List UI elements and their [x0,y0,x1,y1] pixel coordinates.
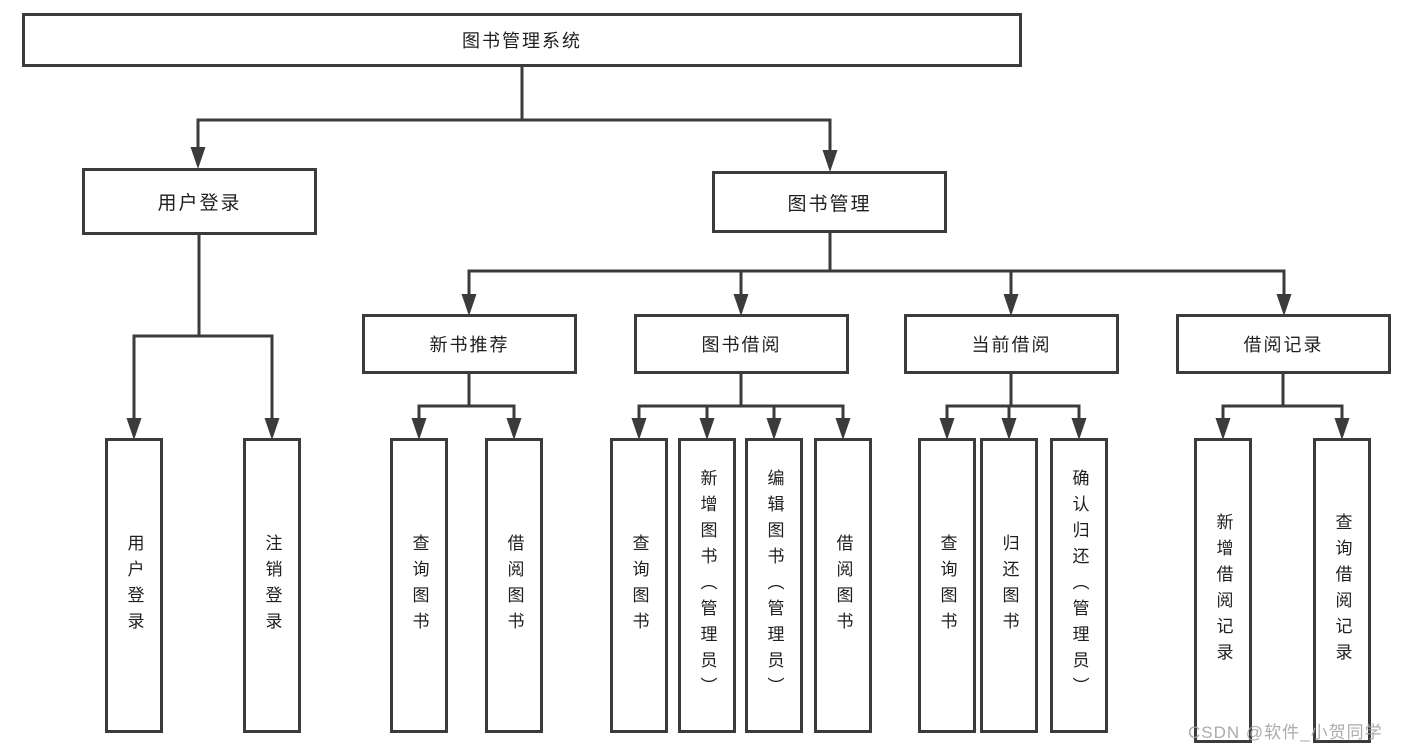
leaf-return-book-label: 归还图书 [999,533,1019,638]
connector-new-book-recommend [411,372,522,440]
node-book-management: 图书管理 [712,171,947,233]
leaf-user-login-label: 用户登录 [124,533,144,638]
connector-current-borrowing [939,372,1087,440]
node-current-borrowing: 当前借阅 [904,314,1119,374]
leaf-return-book: 归还图书 [980,438,1038,733]
leaf-query-borrow-record-label: 查询借阅记录 [1332,512,1352,669]
leaf-add-book-admin: 新增图书（管理员） [678,438,736,733]
leaf-query-books-recommend: 查询图书 [390,438,448,733]
leaf-borrow-books-recommend: 借阅图书 [485,438,543,733]
leaf-confirm-return-admin-label: 确认归还（管理员） [1069,468,1089,703]
leaf-borrow-books-borrowing: 借阅图书 [814,438,872,733]
connector-borrow-records [1215,372,1350,440]
leaf-query-books-borrowing: 查询图书 [610,438,668,733]
leaf-confirm-return-admin: 确认归还（管理员） [1050,438,1108,733]
node-borrow-records: 借阅记录 [1176,314,1391,374]
node-user-login: 用户登录 [82,168,317,235]
connector-book-borrowing [631,372,851,440]
leaf-borrow-books-recommend-label: 借阅图书 [504,533,524,638]
leaf-add-borrow-record-label: 新增借阅记录 [1213,512,1233,669]
leaf-user-login: 用户登录 [105,438,163,733]
connector-root [190,65,838,172]
connector-user-login [126,233,280,440]
node-new-book-recommend: 新书推荐 [362,314,577,374]
leaf-logout-label: 注销登录 [262,533,282,638]
leaf-logout: 注销登录 [243,438,301,733]
leaf-add-book-admin-label: 新增图书（管理员） [697,468,717,703]
leaf-edit-book-admin: 编辑图书（管理员） [745,438,803,733]
leaf-query-books-borrowing-label: 查询图书 [629,533,649,638]
leaf-borrow-books-borrowing-label: 借阅图书 [833,533,853,638]
leaf-add-borrow-record: 新增借阅记录 [1194,438,1252,743]
node-book-borrowing: 图书借阅 [634,314,849,374]
csdn-watermark: CSDN @软件_小贺同学 [1188,723,1383,742]
leaf-query-borrow-record: 查询借阅记录 [1313,438,1371,743]
node-library-system: 图书管理系统 [22,13,1022,67]
leaf-query-books-current: 查询图书 [918,438,976,733]
leaf-query-books-recommend-label: 查询图书 [409,533,429,638]
leaf-edit-book-admin-label: 编辑图书（管理员） [764,468,784,703]
leaf-query-books-current-label: 查询图书 [937,533,957,638]
connector-book-management [461,231,1292,316]
